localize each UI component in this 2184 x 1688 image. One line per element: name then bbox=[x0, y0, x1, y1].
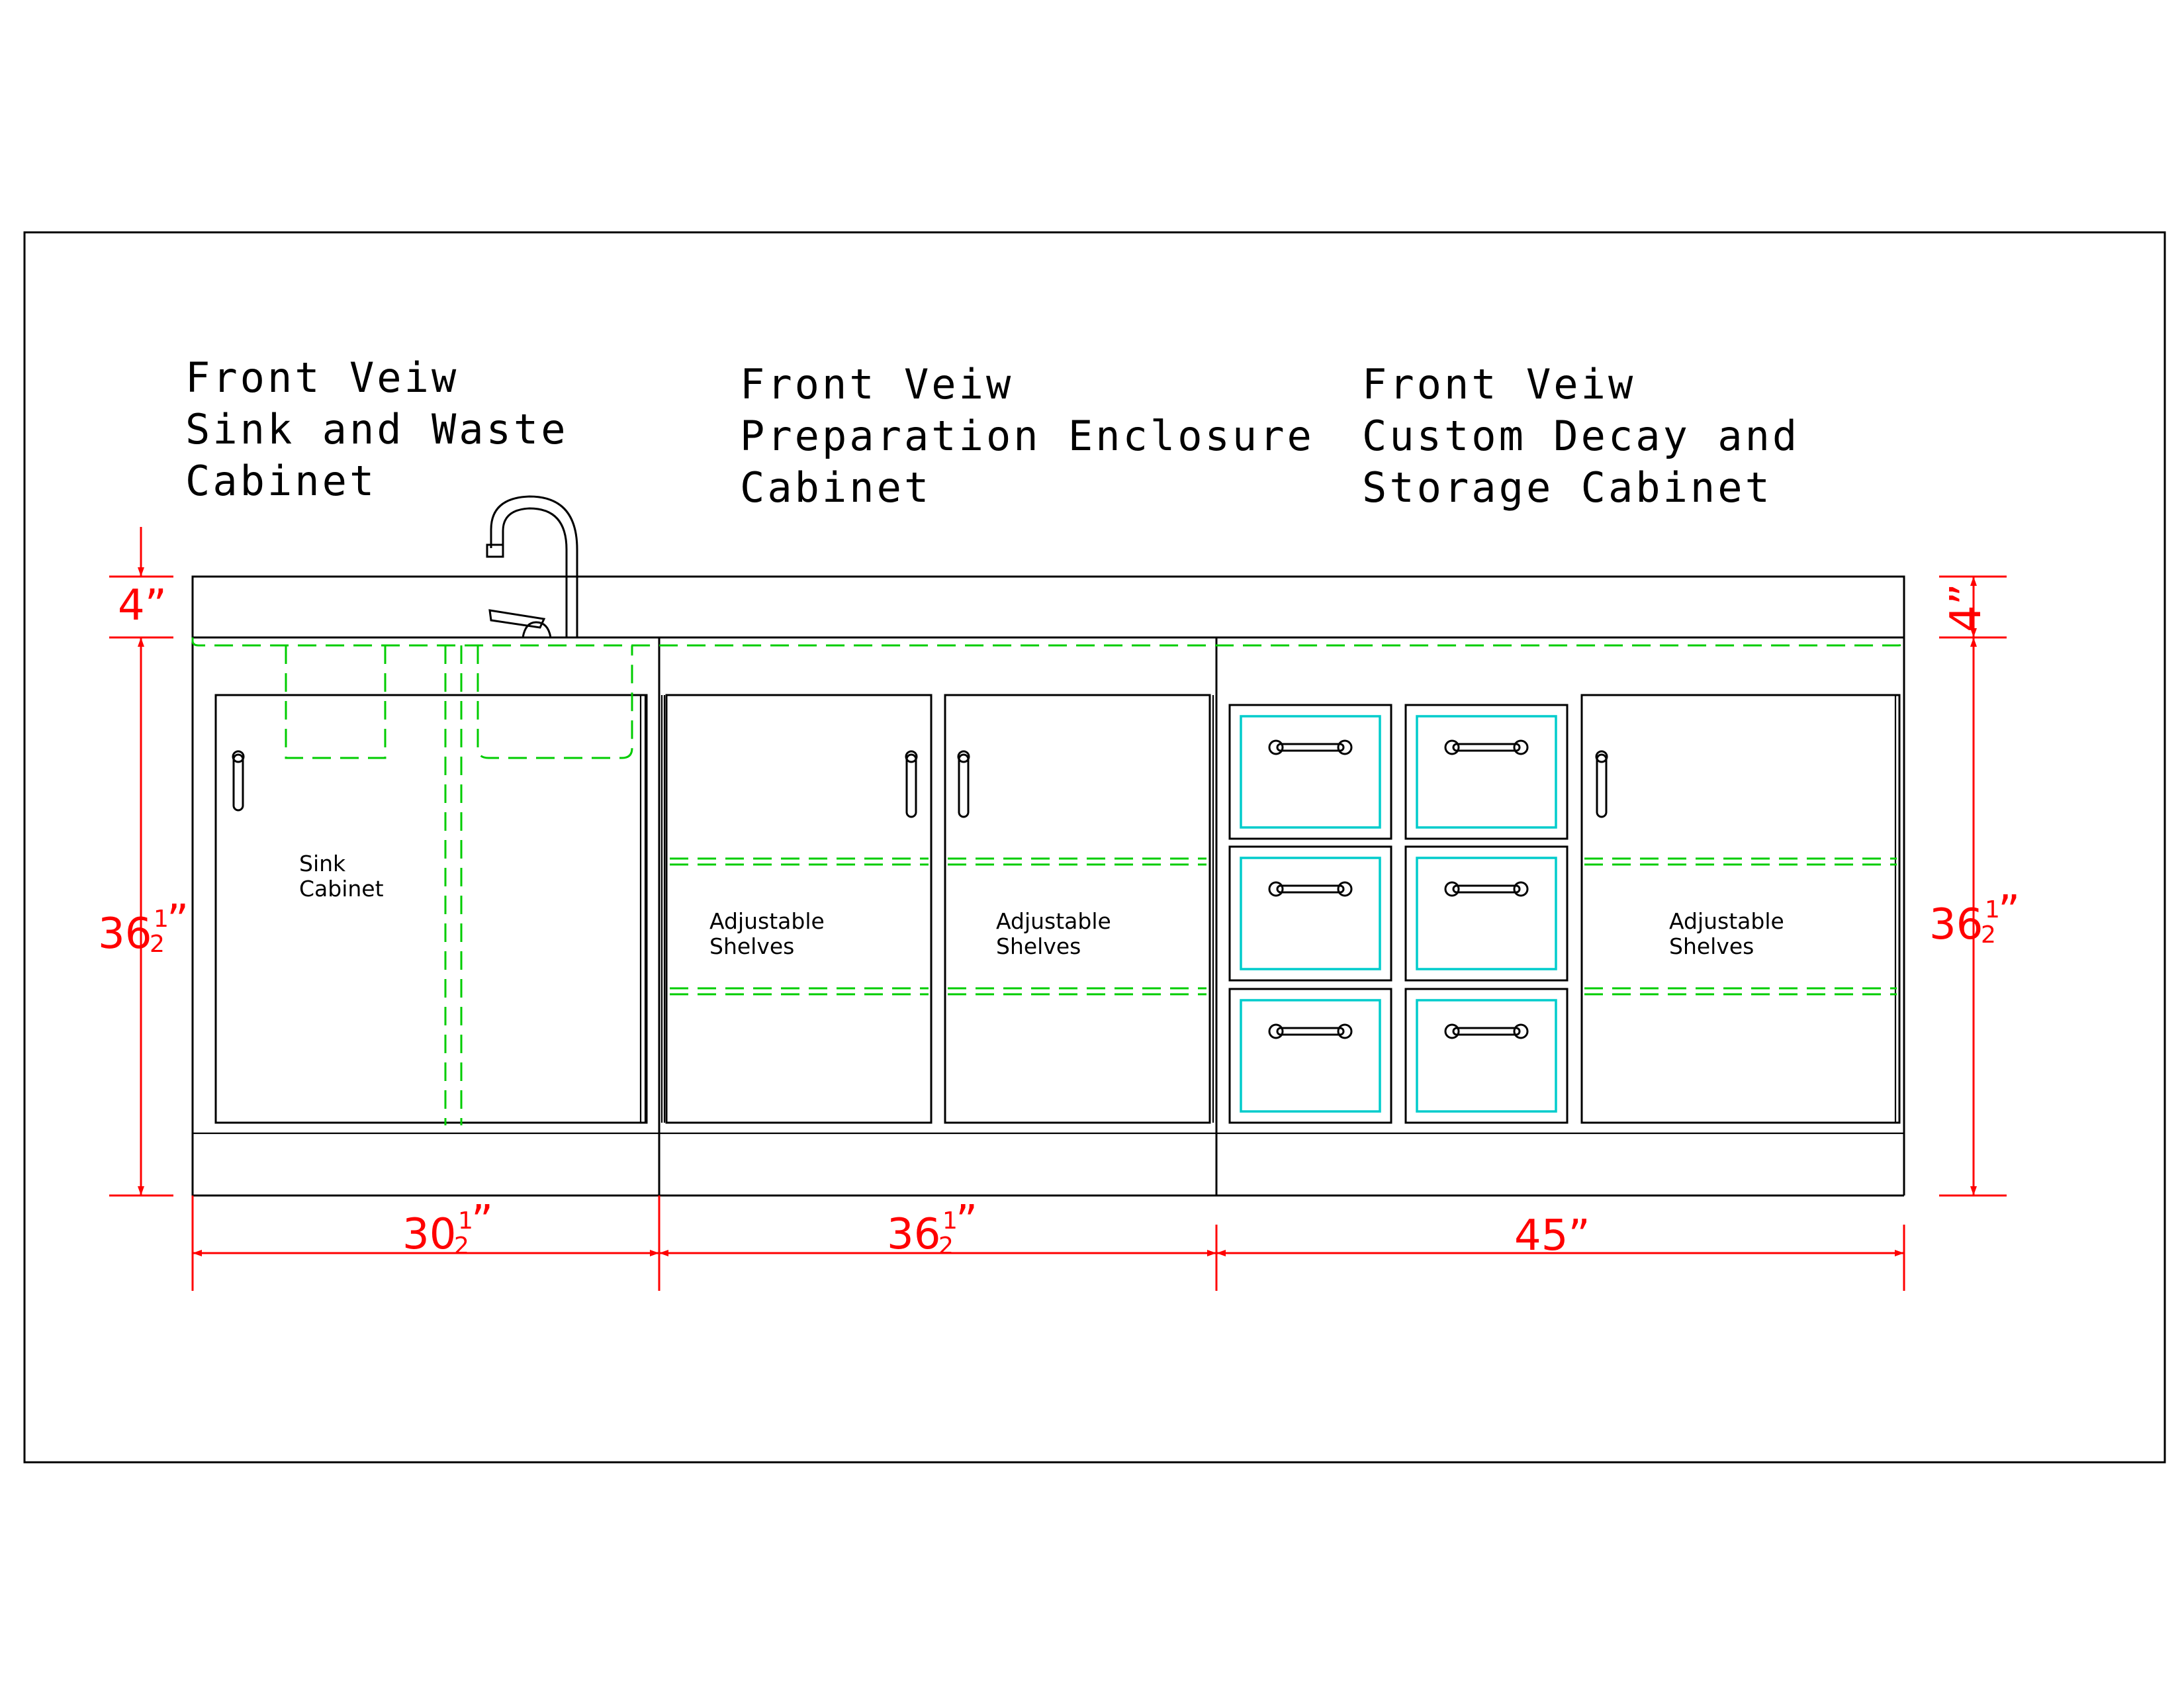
door-handle-icon bbox=[232, 750, 245, 812]
sink-basin-hidden bbox=[285, 645, 387, 759]
sink-basin-hidden bbox=[477, 645, 633, 759]
shelves-label: Shelves bbox=[996, 933, 1081, 959]
drawer-pull-icon bbox=[1444, 739, 1529, 755]
adjustable-shelves-hidden bbox=[670, 857, 1206, 996]
drawer-inset bbox=[1240, 999, 1381, 1113]
title-line: Custom Decay and bbox=[1362, 412, 1799, 460]
sheet-border bbox=[23, 231, 2166, 1464]
drawer-inset bbox=[1240, 857, 1381, 970]
title-sink-cabinet: Front Veiw Sink and Waste Cabinet bbox=[185, 353, 569, 505]
title-decay-cabinet: Front Veiw Custom Decay and Storage Cabi… bbox=[1362, 360, 1799, 512]
drawer-pull-icon bbox=[1444, 881, 1529, 897]
adjustable-shelves-hidden bbox=[1584, 857, 1897, 996]
title-line: Front Veiw bbox=[1362, 360, 1635, 408]
drawer bbox=[1228, 988, 1392, 1124]
dimension-label: 36 bbox=[98, 910, 152, 959]
title-line: Sink and Waste bbox=[185, 405, 569, 453]
door-handle-icon bbox=[905, 750, 918, 818]
dimension-fraction: 2 bbox=[454, 1233, 469, 1260]
sink-cabinet-label: Sink bbox=[299, 851, 346, 876]
dimension-right: 4” 36 1 2 ” bbox=[1929, 575, 2020, 1197]
title-line: Preparation Enclosure bbox=[740, 412, 1314, 460]
drawer bbox=[1404, 988, 1569, 1124]
drawer bbox=[1404, 704, 1569, 840]
dimension-label: 4” bbox=[118, 581, 167, 630]
dimension-fraction: 1 bbox=[154, 906, 169, 933]
title-line: Front Veiw bbox=[185, 353, 459, 402]
shelves-label: Shelves bbox=[709, 933, 794, 959]
dimension-fraction: 1 bbox=[942, 1207, 958, 1235]
shelves-label: Adjustable bbox=[1669, 908, 1784, 934]
drawer-pull-icon bbox=[1268, 1023, 1353, 1039]
dimension-unit: ” bbox=[1998, 887, 2020, 936]
dimension-label: 36 bbox=[1929, 900, 1983, 949]
drawer-pull-icon bbox=[1444, 1023, 1529, 1039]
dimension-label: 4” bbox=[1942, 583, 1991, 632]
title-line: Cabinet bbox=[740, 463, 931, 512]
sink-cabinet-door bbox=[214, 694, 648, 1124]
drawer bbox=[1228, 845, 1392, 982]
hidden-top-line bbox=[191, 637, 1905, 647]
dimension-label: 30 bbox=[402, 1210, 456, 1259]
drawer-inset bbox=[1416, 715, 1557, 829]
decay-cabinet-door bbox=[1580, 694, 1901, 1124]
title-prep-cabinet: Front Veiw Preparation Enclosure Cabinet bbox=[740, 360, 1314, 512]
dimension-label: 36 bbox=[887, 1210, 940, 1259]
door-handle-icon bbox=[1595, 750, 1608, 818]
prep-cabinet-left-door bbox=[660, 694, 933, 1124]
dimension-unit: ” bbox=[167, 896, 189, 945]
drawer-inset bbox=[1416, 857, 1557, 970]
countertop bbox=[191, 575, 1905, 639]
sink-cabinet-label: Cabinet bbox=[299, 876, 384, 902]
drawer-inset bbox=[1416, 999, 1557, 1113]
drawer-grid bbox=[1228, 704, 1569, 1124]
title-line: Front Veiw bbox=[740, 360, 1013, 408]
shelves-label: Adjustable bbox=[996, 908, 1111, 934]
dimension-fraction: 2 bbox=[1981, 921, 1996, 949]
dimension-bottom: 30 1 2 ” 36 1 2 ” 45” bbox=[191, 1196, 1905, 1291]
drawer-pull-icon bbox=[1268, 739, 1353, 755]
prep-cabinet-right-door bbox=[944, 694, 1214, 1124]
drawer bbox=[1228, 704, 1392, 840]
faucet-icon bbox=[486, 495, 578, 638]
shelves-label: Adjustable bbox=[709, 908, 825, 934]
dimension-left: 4” 36 1 2 ” bbox=[98, 527, 189, 1197]
dimension-fraction: 2 bbox=[938, 1233, 954, 1260]
shelves-label: Shelves bbox=[1669, 933, 1754, 959]
door-handle-icon bbox=[957, 750, 970, 818]
drawer bbox=[1404, 845, 1569, 982]
dimension-unit: ” bbox=[956, 1197, 978, 1246]
dimension-fraction: 2 bbox=[150, 931, 165, 958]
drawer-inset bbox=[1240, 715, 1381, 829]
dimension-fraction: 1 bbox=[458, 1207, 473, 1235]
title-line: Cabinet bbox=[185, 457, 377, 505]
drawer-pull-icon bbox=[1268, 881, 1353, 897]
title-line: Storage Cabinet bbox=[1362, 463, 1772, 512]
cabinet-body bbox=[191, 637, 1905, 1197]
dimension-fraction: 1 bbox=[1985, 896, 2000, 923]
dimension-label: 45” bbox=[1514, 1211, 1590, 1260]
dimension-unit: ” bbox=[471, 1197, 493, 1246]
